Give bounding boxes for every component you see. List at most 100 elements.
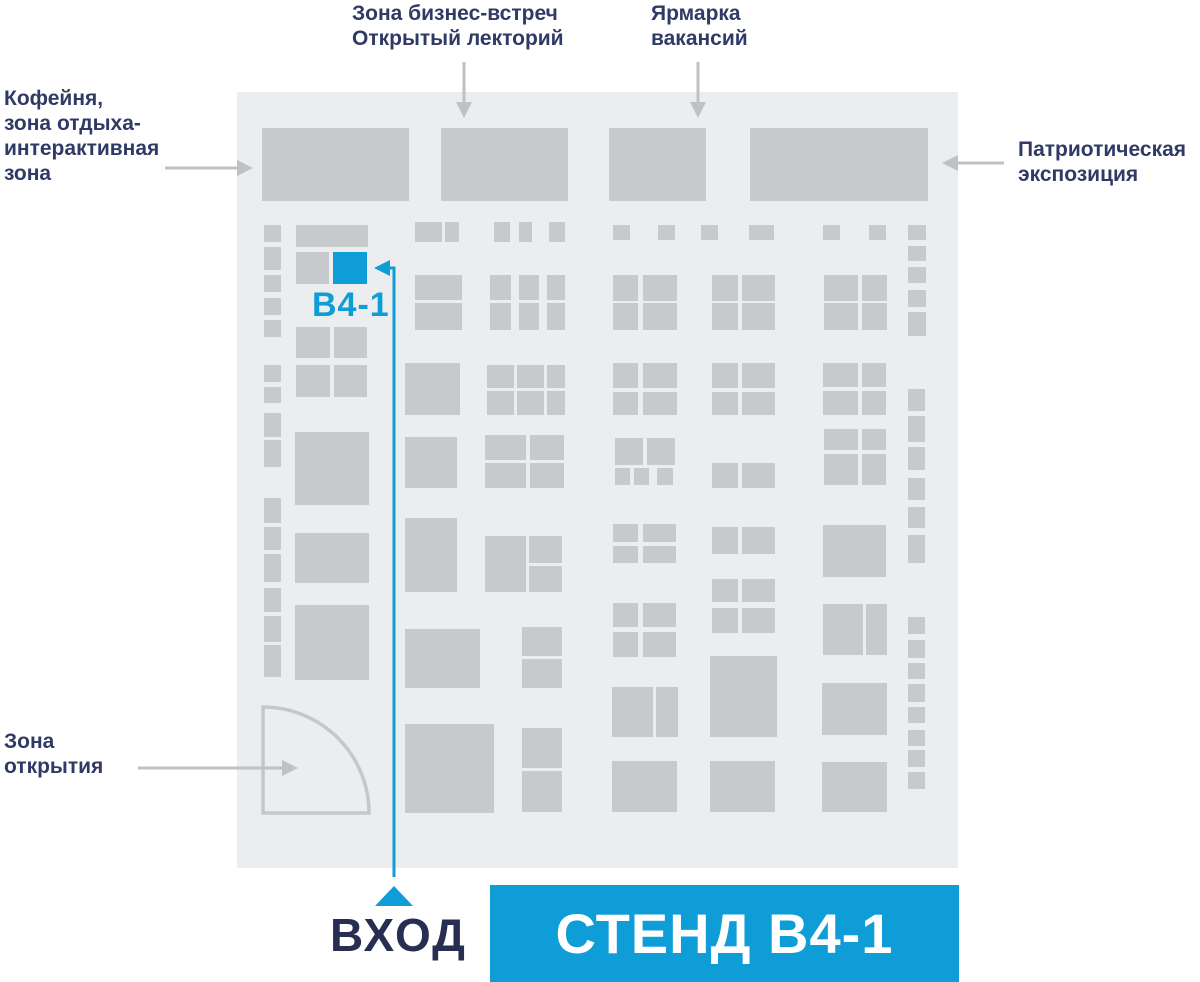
label-line: вакансий	[651, 27, 748, 50]
booth-block	[824, 303, 858, 330]
booth-block	[296, 327, 330, 358]
booth-block	[415, 303, 462, 330]
booth-block	[908, 617, 925, 634]
booth-block	[264, 387, 281, 403]
booth-block	[908, 707, 925, 723]
entrance-marker-icon	[375, 886, 413, 906]
booth-block	[405, 724, 494, 813]
booth-block	[643, 524, 676, 542]
booth-block	[908, 640, 925, 658]
booth-block	[656, 687, 678, 737]
entrance-label: ВХОД	[330, 909, 467, 961]
booth-block	[643, 275, 677, 301]
booth-block	[908, 750, 925, 767]
booth-block	[823, 391, 858, 415]
booth-block	[908, 447, 925, 470]
booth-block	[264, 645, 281, 677]
business-zone-arrow-head	[456, 102, 472, 118]
business-lecture-zone	[441, 128, 568, 201]
booth-block	[334, 365, 367, 397]
booth-block	[712, 608, 738, 633]
label-line: Зона	[4, 730, 55, 753]
label-line: Зона бизнес-встреч	[352, 2, 558, 25]
booth-block	[710, 761, 775, 812]
booth-block	[517, 391, 544, 415]
label-line: зона	[4, 162, 52, 185]
booth-block	[613, 225, 630, 240]
booth-block	[615, 438, 643, 465]
booth-block	[613, 303, 638, 330]
booth-block	[862, 303, 887, 330]
booth-block	[712, 303, 738, 330]
booth-block	[517, 365, 544, 388]
booth-block	[643, 303, 677, 330]
label-job-fair: Ярмарка вакансий	[651, 1, 748, 51]
label-line: Ярмарка	[651, 2, 741, 25]
booth-block	[264, 498, 281, 523]
stand-b41-label: В4-1	[312, 286, 390, 324]
booth-block	[643, 603, 676, 627]
label-line: открытия	[4, 755, 104, 778]
booth-block	[710, 656, 777, 737]
booth-block	[657, 468, 673, 485]
label-line: Кофейня,	[4, 87, 104, 110]
job-fair-zone	[609, 128, 706, 201]
booth-block	[822, 683, 887, 735]
booth-block	[908, 535, 925, 563]
booth-block	[522, 659, 562, 688]
booth-block	[824, 454, 858, 485]
booth-block	[908, 663, 925, 679]
booth-block	[908, 507, 925, 528]
booth-block	[547, 303, 565, 330]
booth-block	[643, 392, 677, 415]
booth-block	[264, 275, 281, 292]
booth-block	[742, 608, 775, 633]
booth-block	[643, 632, 676, 657]
booth-block	[712, 363, 738, 388]
booth-block	[908, 730, 925, 746]
booth-block	[264, 554, 281, 582]
booth-block	[742, 303, 775, 330]
booth-block	[712, 579, 738, 602]
booth-block	[405, 363, 460, 415]
booth-block	[824, 429, 858, 450]
booth-block	[908, 389, 925, 411]
booth-block	[908, 290, 926, 307]
booth-block	[295, 605, 369, 680]
booth-block	[824, 275, 858, 301]
booth-block	[647, 438, 675, 465]
booth-block	[296, 225, 368, 247]
label-patriotic-expo: Патриотическая экспозиция	[1018, 137, 1186, 187]
booth-block	[490, 303, 511, 330]
booth-block	[634, 468, 649, 485]
booth-block	[296, 252, 329, 284]
booth-block	[615, 468, 630, 485]
booth-block	[908, 267, 926, 283]
booth-block	[522, 728, 562, 768]
booth-block	[823, 363, 858, 387]
booth-block	[613, 603, 638, 627]
booth-block	[613, 546, 638, 563]
booth-block	[869, 225, 886, 240]
booth-block	[405, 629, 480, 688]
booth-block	[712, 392, 738, 415]
booth-block	[908, 416, 925, 442]
booth-block	[908, 478, 925, 500]
label-line: зона отдыха-	[4, 112, 141, 135]
booth-block	[494, 222, 510, 242]
booth-block	[415, 275, 462, 300]
booth-block	[522, 771, 562, 812]
stand-pointer-arrowhead	[374, 260, 390, 276]
booth-block	[490, 275, 511, 300]
booth-block	[522, 627, 562, 656]
stand-banner: СТЕНД В4-1	[490, 885, 959, 982]
booth-block	[613, 524, 638, 542]
booth-block	[742, 579, 775, 602]
stand-banner-text: СТЕНД В4-1	[555, 902, 894, 965]
booth-block	[866, 604, 887, 655]
booth-block	[547, 365, 565, 388]
booth-block	[264, 225, 281, 242]
booth-block	[415, 222, 442, 242]
